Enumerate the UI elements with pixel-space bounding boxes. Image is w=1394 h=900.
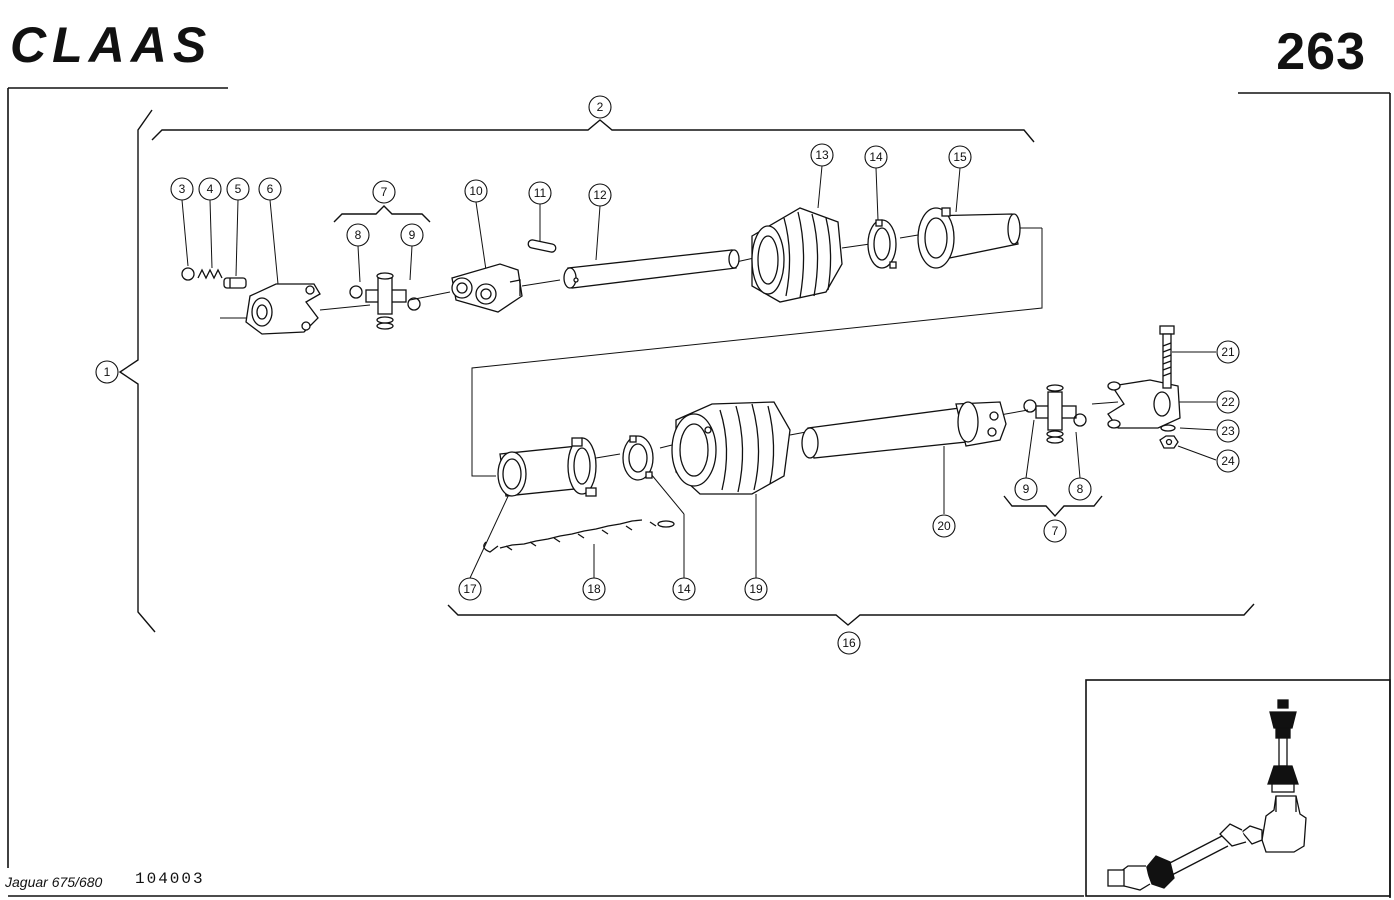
part-pin-5 [223,277,247,289]
callout-20: 20 [932,514,956,538]
callout-6: 6 [258,177,282,201]
svg-text:23: 23 [1221,424,1235,438]
part-ball-3 [181,267,195,281]
callout-16: 16 [837,631,861,655]
svg-text:7: 7 [1052,524,1059,538]
part-yoke-6 [245,283,321,335]
footer-drawing-code: 104003 [135,870,205,888]
assembly-axis-lines [220,227,1119,477]
callout-2: 2 [588,95,612,119]
part-roll-pin-11 [527,239,557,253]
part-guard-cone-19 [671,401,791,495]
callout-19: 19 [744,577,768,601]
leader-lines [181,165,1217,579]
callout-24: 24 [1216,449,1240,473]
callout-17: 17 [458,577,482,601]
inset-locator-drawing [1107,699,1307,891]
svg-text:10: 10 [469,184,483,198]
callout-14-lower: 14 [672,577,696,601]
part-clamp-yoke-22 [1107,379,1181,429]
callout-4: 4 [198,177,222,201]
part-inner-tube-12 [563,249,740,289]
callout-13: 13 [810,143,834,167]
brand-logo-text: CLAAS [10,18,212,70]
part-bolt-21 [1159,325,1175,389]
part-circlip-8 [349,285,363,299]
callout-21: 21 [1216,340,1240,364]
callout-10: 10 [464,179,488,203]
callout-8-lower: 8 [1068,477,1092,501]
svg-text:20: 20 [937,519,951,533]
svg-text:1: 1 [104,365,111,379]
part-safety-chain-18 [483,519,675,553]
part-bearing-ring-14-lower [622,435,654,481]
part-washer-23 [1160,424,1176,432]
callout-3: 3 [170,177,194,201]
page-number: 263 [1276,23,1366,81]
svg-text:8: 8 [1077,482,1084,496]
svg-text:12: 12 [593,188,607,202]
svg-text:6: 6 [267,182,274,196]
svg-text:8: 8 [355,228,362,242]
claas-logo: CLAAS [10,18,212,70]
callout-11: 11 [528,181,552,205]
svg-text:13: 13 [815,148,829,162]
svg-text:22: 22 [1221,395,1235,409]
footer-model-label: Jaguar 675/680 [5,874,103,890]
callout-12: 12 [588,183,612,207]
svg-text:14: 14 [677,582,691,596]
callout-18: 18 [582,577,606,601]
svg-text:19: 19 [749,582,763,596]
callout-7-upper: 7 [372,180,396,204]
svg-text:21: 21 [1221,345,1235,359]
part-circlip-9 [407,297,421,311]
svg-text:9: 9 [409,228,416,242]
svg-text:7: 7 [381,185,388,199]
callout-9-lower: 9 [1014,477,1038,501]
callout-markers: 1 2 3 4 5 6 7 8 9 10 11 12 13 14 15 16 1… [95,95,1240,655]
svg-text:16: 16 [842,636,856,650]
svg-text:4: 4 [207,182,214,196]
part-inner-yoke-10 [451,263,523,313]
callout-5: 5 [226,177,250,201]
part-cross-7-lower [1035,384,1077,444]
svg-text:18: 18 [587,582,601,596]
svg-text:11: 11 [534,186,547,200]
frame-lines [7,87,1391,898]
callout-7-lower: 7 [1043,519,1067,543]
part-spring-4 [197,268,223,280]
part-outer-tube-17 [497,437,597,497]
group-brackets [118,109,1255,633]
part-outer-shaft-20 [801,401,1007,459]
callout-8-upper: 8 [346,223,370,247]
svg-text:9: 9 [1023,482,1030,496]
part-nut-24 [1159,435,1179,449]
svg-text:5: 5 [235,182,242,196]
part-guard-cone-13 [751,207,843,303]
part-circlip-8-lower [1073,413,1087,427]
part-outer-guard-15 [917,207,1021,269]
svg-text:2: 2 [597,100,604,114]
part-cross-7 [365,272,407,330]
part-bearing-ring-14-upper [867,219,897,269]
svg-text:3: 3 [179,182,186,196]
upper-assembly-parts [181,207,1021,335]
svg-text:24: 24 [1221,454,1235,468]
callout-15: 15 [948,145,972,169]
part-circlip-9-lower [1023,399,1037,413]
lower-assembly-parts [483,325,1181,553]
callout-1: 1 [95,360,119,384]
callout-22: 22 [1216,390,1240,414]
svg-text:14: 14 [869,150,883,164]
callout-9-upper: 9 [400,223,424,247]
callout-23: 23 [1216,419,1240,443]
svg-text:17: 17 [463,582,477,596]
svg-text:15: 15 [953,150,967,164]
callout-14-upper: 14 [864,145,888,169]
